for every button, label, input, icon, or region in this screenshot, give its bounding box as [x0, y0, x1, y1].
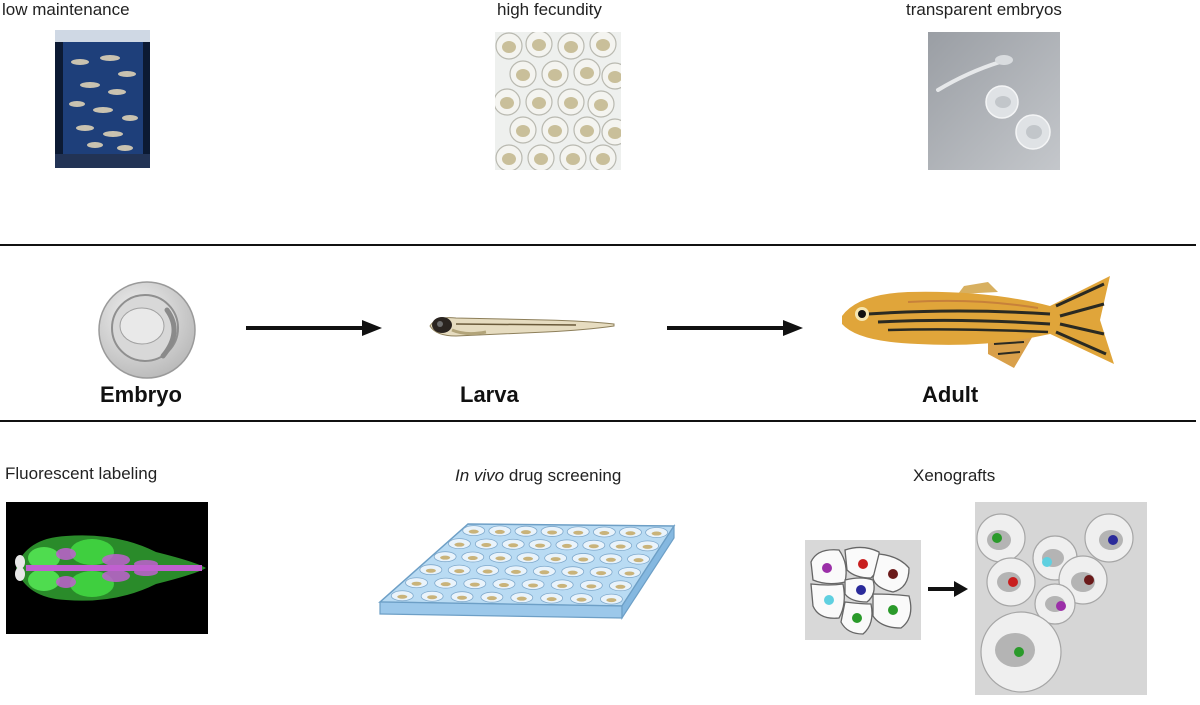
stage-label-embryo: Embryo — [100, 382, 182, 407]
plate-well-embryo — [633, 558, 644, 563]
larva-image — [426, 310, 616, 344]
plate-well-embryo — [642, 544, 653, 549]
plate-well-embryo — [468, 529, 479, 534]
plate-well-embryo — [605, 557, 616, 562]
plate-well-embryo — [615, 544, 626, 549]
plate-well-embryo — [440, 582, 451, 587]
plate-well-embryo — [624, 571, 635, 576]
plate-well-embryo — [486, 596, 497, 601]
plate-well-embryo — [467, 556, 478, 561]
plate-well-embryo — [523, 556, 534, 561]
stage-label-adult: Adult — [922, 382, 979, 407]
plate-well-embryo — [510, 569, 521, 574]
caption-xenografts: Xenografts — [913, 466, 996, 485]
caption-drug-screening-italic: In vivo — [455, 466, 505, 485]
caption-transparent-embryos: transparent embryos — [906, 0, 1062, 19]
plate-well-embryo — [561, 543, 572, 548]
arrow-larva-to-adult — [667, 318, 803, 338]
stage-label-larva: Larva — [460, 382, 519, 407]
plate-well-embryo — [427, 595, 438, 600]
plate-well-embryo — [495, 556, 506, 561]
plate-well-embryo — [586, 584, 597, 589]
plate-well-embryo — [528, 583, 539, 588]
fluorescent-brain-image — [6, 502, 208, 634]
plate-well-embryo — [588, 544, 599, 549]
plate-well-embryo — [411, 581, 422, 586]
bottom-divider — [0, 420, 1196, 422]
plate-well-embryo — [469, 582, 480, 587]
egg-clutch-image — [495, 32, 621, 170]
plate-well-embryo — [494, 529, 505, 534]
plate-well-embryo — [606, 598, 617, 603]
plate-well-embryo — [440, 555, 451, 560]
plate-well-embryo — [576, 597, 587, 602]
plate-well-embryo — [454, 569, 465, 574]
transparent-embryos-image — [928, 32, 1060, 170]
embryo-image — [95, 280, 199, 380]
caption-low-maintenance: low maintenance — [2, 0, 130, 19]
plate-well-embryo — [482, 569, 493, 574]
plate-well-embryo — [557, 583, 568, 588]
plate-well-embryo — [498, 583, 509, 588]
plate-well-embryo — [573, 530, 584, 535]
plate-well-embryo — [546, 597, 557, 602]
caption-high-fecundity: high fecundity — [497, 0, 602, 19]
arrow-embryo-to-larva — [246, 318, 382, 338]
plate-well-embryo — [550, 557, 561, 562]
plate-well-embryo — [599, 530, 610, 535]
plate-well-embryo — [516, 596, 527, 601]
plate-well-embryo — [508, 543, 519, 548]
caption-drug-screening: In vivo drug screening — [455, 466, 621, 486]
plate-well-embryo — [481, 542, 492, 547]
tumor-cells-image — [805, 540, 921, 640]
plate-well-embryo — [578, 557, 589, 562]
plate-well-embryo — [520, 530, 531, 535]
caption-drug-screening-rest: drug screening — [504, 466, 622, 485]
plate-well-embryo — [535, 543, 546, 548]
arrow-xenograft-transplant — [928, 580, 968, 598]
top-divider — [0, 244, 1196, 246]
plate-well-embryo — [651, 531, 662, 536]
plate-well-embryo — [615, 584, 626, 589]
adult-fish-image — [838, 272, 1118, 368]
plate-well-embryo — [567, 570, 578, 575]
plate-well-embryo — [547, 530, 558, 535]
plate-well-embryo — [397, 594, 408, 599]
fish-tank-image — [55, 30, 150, 168]
multiwell-plate-image — [378, 520, 678, 622]
caption-fluorescent-labeling: Fluorescent labeling — [5, 464, 158, 483]
plate-well-embryo — [596, 571, 607, 576]
plate-well-embryo — [454, 542, 465, 547]
xenografted-embryos-image — [975, 502, 1147, 695]
plate-well-embryo — [425, 568, 436, 573]
plate-well-embryo — [625, 531, 636, 536]
plate-well-embryo — [457, 595, 468, 600]
plate-well-embryo — [539, 570, 550, 575]
